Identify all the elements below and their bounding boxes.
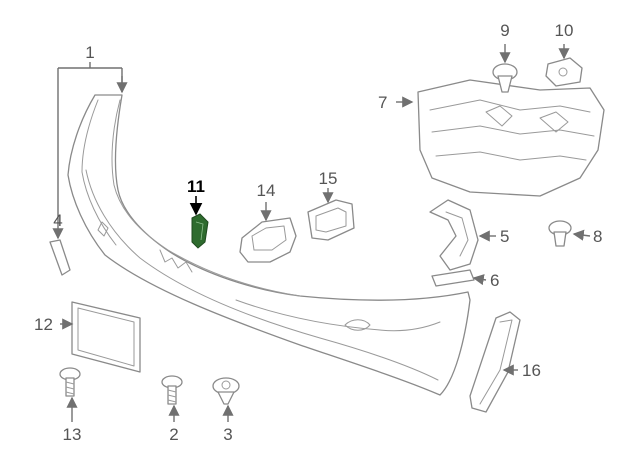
callout-12: 12 (34, 315, 53, 334)
part-6-bracket (431, 269, 475, 287)
part-8-clip (548, 220, 572, 247)
part-7-grille-carrier (417, 79, 605, 197)
callout-15: 15 (319, 169, 338, 188)
callout-7: 7 (378, 93, 387, 112)
part-13-screw (59, 367, 81, 397)
part-15-bracket (307, 199, 355, 241)
callout-2: 2 (169, 425, 178, 444)
bumper-cover-part (67, 94, 471, 396)
callout-10: 10 (555, 21, 574, 40)
callout-14: 14 (257, 181, 276, 200)
part-16-side-trim (469, 311, 521, 413)
part-4-bracket (49, 239, 71, 276)
part-3-nut (212, 377, 240, 405)
callout-4: 4 (53, 211, 62, 230)
callout-13: 13 (63, 425, 82, 444)
callout-3: 3 (223, 425, 232, 444)
part-2-screw (161, 375, 183, 405)
part-5-side-bracket (429, 199, 479, 271)
callout-6: 6 (490, 271, 499, 290)
callout-9: 9 (500, 21, 509, 40)
callout-5: 5 (500, 227, 509, 246)
leader-lines (52, 44, 591, 422)
part-14-bracket (239, 217, 297, 263)
callout-8: 8 (593, 227, 602, 246)
part-11-highlighted-bracket (191, 213, 209, 249)
callout-1: 1 (85, 43, 94, 62)
callout-16: 16 (522, 361, 541, 380)
part-12-plate-base (71, 301, 141, 373)
callout-11: 11 (187, 177, 205, 196)
part-9-clip (492, 63, 518, 93)
part-10-nut (545, 57, 583, 87)
